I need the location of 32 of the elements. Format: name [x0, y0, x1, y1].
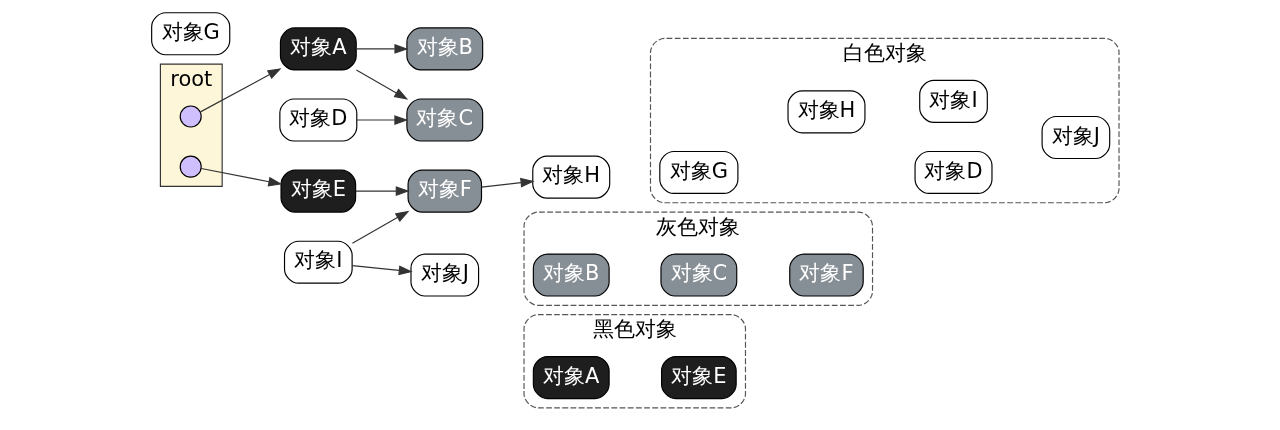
- arrow: [355, 44, 409, 54]
- node-box: 对象E: [280, 169, 357, 213]
- node-box: 对象J: [1041, 115, 1111, 160]
- node-box: 对象F: [789, 253, 864, 297]
- node-box: 对象H: [532, 155, 611, 199]
- arrow: [351, 265, 413, 276]
- node-box: 对象B: [532, 253, 610, 297]
- node-circle: [179, 155, 202, 178]
- node-box: 对象C: [406, 98, 484, 142]
- arrow: [199, 68, 282, 113]
- node-box: 对象C: [660, 253, 738, 297]
- node-box: 对象I: [919, 79, 988, 123]
- node-circle: [179, 105, 202, 128]
- arrow: [355, 69, 409, 100]
- node-box: 对象G: [151, 12, 231, 56]
- arrow: [480, 177, 535, 188]
- node-box: 对象A: [279, 27, 357, 71]
- arrow: [356, 115, 409, 125]
- node-box: 对象B: [406, 27, 484, 71]
- node-box: 对象F: [407, 169, 483, 213]
- node-box: 对象A: [532, 356, 610, 400]
- node-box: 对象G: [659, 150, 739, 195]
- node-box: 对象J: [410, 253, 480, 297]
- node-box: 对象E: [660, 356, 737, 400]
- arrow: [351, 210, 410, 244]
- arrow: [200, 167, 283, 187]
- node-box: 对象I: [283, 240, 353, 284]
- node-box: 对象D: [914, 150, 993, 195]
- node-box: 对象D: [279, 98, 358, 142]
- arrow: [355, 186, 410, 196]
- cluster: root: [159, 63, 223, 188]
- node-box: 对象H: [787, 90, 866, 134]
